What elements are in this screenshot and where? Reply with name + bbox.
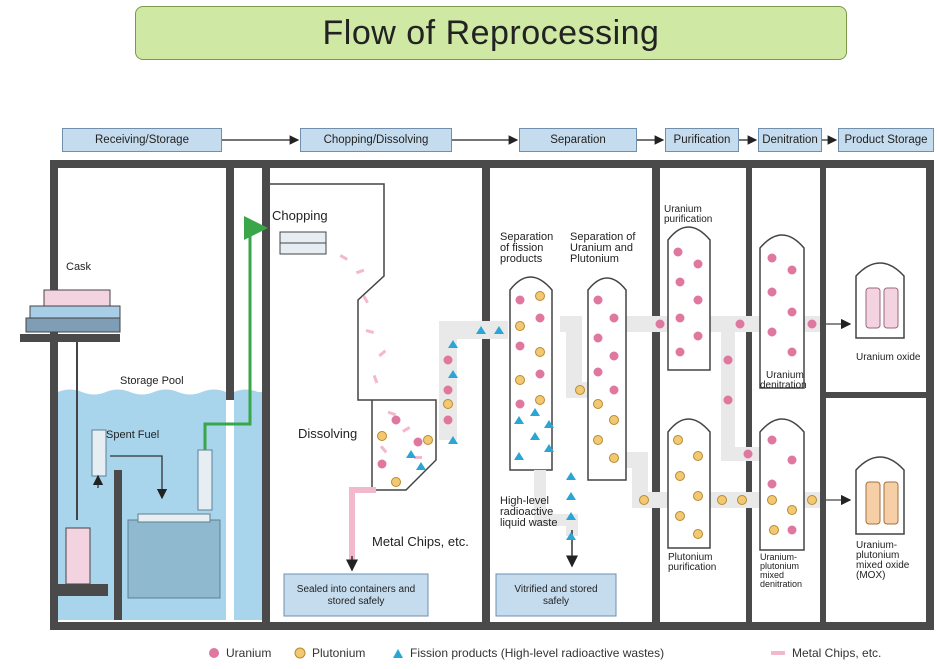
stage-product-storage: Product Storage: [838, 128, 934, 152]
product-wall: [820, 160, 826, 630]
fission-particles: [406, 326, 576, 540]
legend-chips: Metal Chips, etc.: [770, 646, 881, 660]
product-shelf: [826, 392, 926, 398]
upu-denitration-label-4: denitration: [760, 579, 802, 589]
legend-fission-label: Fission products (High-level radioactive…: [410, 646, 665, 660]
mox-label-1: Uranium-: [856, 540, 897, 551]
legend-plutonium: Plutonium: [294, 646, 365, 660]
sep-upu-label-2: Uranium and: [570, 242, 633, 254]
roof-wall: [50, 160, 934, 168]
pool-divider-wall: [226, 160, 234, 400]
dissolving-label: Dissolving: [298, 426, 357, 441]
sep-fission-label-1: Separation: [500, 231, 553, 243]
spent-fuel-label: Spent Fuel: [106, 429, 159, 441]
sep-fission-label-3: products: [500, 253, 543, 265]
pool-inner-wall: [114, 470, 122, 620]
mox-label-4: (MOX): [856, 570, 885, 581]
metal-chips-icon: [771, 651, 785, 655]
sealed-label-1: Sealed into containers and: [297, 584, 415, 595]
sep-upu-label-3: Plutonium: [570, 253, 619, 265]
floor-wall: [50, 622, 934, 630]
rack-top: [137, 513, 211, 523]
legend: Uranium Plutonium Fission products (High…: [0, 646, 938, 666]
hlw-pipe: [534, 470, 578, 536]
u-purification-label-2: purification: [664, 214, 712, 225]
plutonium-icon: [294, 647, 306, 659]
vitrified-label-1: Vitrified and stored: [514, 584, 597, 595]
storage-pool-label: Storage Pool: [120, 375, 184, 387]
green-transfer-arrow: [203, 216, 268, 450]
uranium-particles: [377, 247, 817, 535]
upu-denitration-label-2: plutonium: [760, 561, 799, 571]
legend-chips-label: Metal Chips, etc.: [792, 646, 882, 660]
legend-plutonium-label: Plutonium: [312, 646, 366, 660]
stage-purification: Purification: [665, 128, 739, 152]
cask-base: [58, 584, 108, 596]
chopping-label: Chopping: [272, 208, 328, 223]
denitration-wall: [746, 160, 752, 630]
chopping-wall: [262, 168, 270, 628]
mox-container: [826, 456, 905, 535]
right-wall: [926, 160, 934, 630]
pu-purification-label-2: purification: [668, 562, 716, 573]
legend-uranium-label: Uranium: [226, 646, 272, 660]
plutonium-particles: [377, 291, 817, 539]
fission-separation-column: [509, 276, 553, 471]
stage-separation: Separation: [519, 128, 637, 152]
cask-vehicle: [25, 289, 121, 333]
storage-rack: [127, 519, 221, 599]
title-box: Flow of Reprocessing: [135, 6, 847, 60]
sep-upu-label-1: Separation of: [570, 231, 636, 243]
page-title: Flow of Reprocessing: [322, 13, 660, 52]
stage-chopping-dissolving: Chopping/Dissolving: [300, 128, 452, 152]
cask-label: Cask: [66, 261, 92, 273]
hlw-label-2: radioactive: [500, 506, 553, 518]
u-pu-separation-column: [587, 277, 627, 481]
separation-wall: [482, 160, 490, 630]
hlw-label-1: High-level: [500, 495, 549, 507]
mixed-denitration-column: [759, 418, 805, 551]
left-wall: [50, 160, 58, 630]
pool-water-right: [234, 389, 262, 620]
fission-icon: [393, 649, 403, 658]
sealed-label-2: stored safely: [328, 596, 385, 607]
uranium-oxide-container: [826, 262, 905, 339]
u-purification-label-1: Uranium: [664, 204, 702, 215]
purification-wall: [652, 160, 660, 630]
u-denitration-label-1: Uranium: [766, 370, 804, 381]
stage-receiving-storage: Receiving/Storage: [62, 128, 222, 152]
building-walls: [20, 160, 934, 630]
fuel-transfer-arrow: [110, 455, 168, 500]
upu-denitration-label-1: Uranium-: [760, 552, 797, 562]
uranium-icon: [209, 648, 219, 658]
sep-fission-label-2: of fission: [500, 242, 543, 254]
dissolver-vessel: [270, 183, 437, 491]
sealed-storage-box: [283, 573, 429, 617]
u-denitration-label-2: denitration: [760, 380, 807, 391]
pu-purification-label-1: Plutonium: [668, 552, 712, 563]
metal-chip-particles: [339, 254, 422, 459]
cask-in-pool: [65, 527, 91, 585]
hlw-label-3: liquid waste: [500, 517, 557, 529]
cask-platform: [20, 334, 120, 342]
upu-denitration-label-3: mixed: [760, 570, 784, 580]
metal-chips-label: Metal Chips, etc.: [372, 534, 469, 549]
uranium-denitration-column: [759, 234, 805, 389]
stage-denitration: Denitration: [758, 128, 822, 152]
uranium-oxide-label: Uranium oxide: [856, 352, 921, 363]
spent-fuel-assemblies: [91, 429, 213, 511]
vitrified-label-2: safely: [543, 596, 569, 607]
mox-label-3: mixed oxide: [856, 560, 910, 571]
mox-label-2: plutonium: [856, 550, 899, 561]
vitrified-storage-box: [495, 573, 617, 617]
chips-chute: [349, 487, 376, 560]
legend-fission: Fission products (High-level radioactive…: [392, 646, 664, 660]
uranium-purification-column: [667, 226, 711, 371]
legend-uranium: Uranium: [208, 646, 271, 660]
